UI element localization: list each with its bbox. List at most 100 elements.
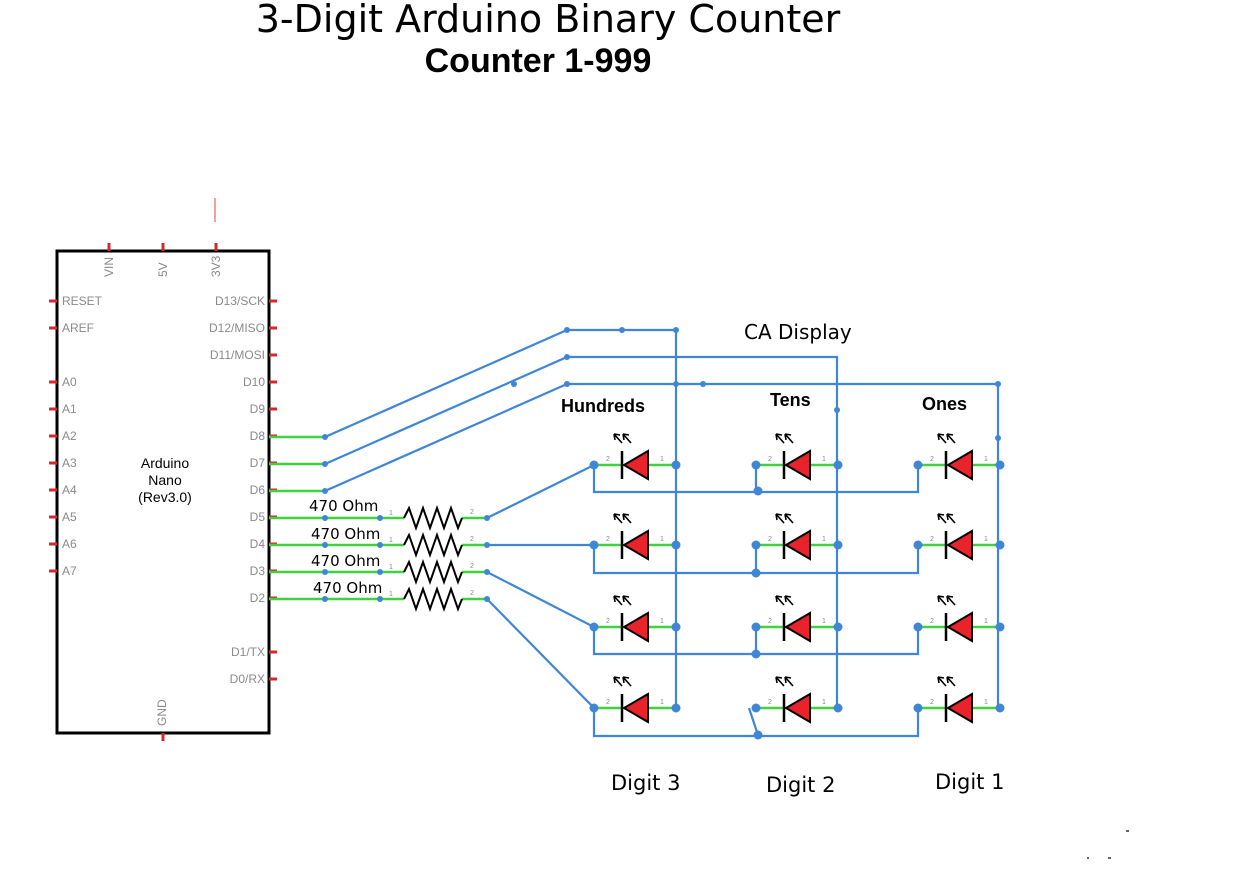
board-name-line-2: Nano (148, 472, 182, 488)
led-anode-pin: 2 (768, 618, 772, 625)
light-arrow-icon (775, 513, 785, 524)
segment-a-bus (486, 463, 920, 519)
led-cathode-dot (671, 703, 681, 713)
led-anode-dot (913, 460, 923, 470)
gnd-pin-label: GND (155, 699, 169, 726)
digit-2-label: Digit 2 (766, 773, 835, 797)
left-pin-label: A5 (62, 510, 77, 524)
top-pin-label: VIN (102, 257, 116, 277)
svg-text:1: 1 (389, 591, 393, 598)
led-anode-pin: 2 (606, 456, 610, 463)
led-anode-dot (751, 460, 761, 470)
led-triangle (622, 529, 649, 561)
led-cathode-pin: 1 (984, 536, 988, 543)
light-arrow-icon (946, 595, 956, 606)
led-anode-dot (751, 703, 761, 713)
segment-drops-digit-2 (747, 465, 760, 736)
board-name-line-1: Arduino (141, 455, 189, 471)
segment-b-bus (487, 543, 920, 575)
led-triangle (784, 692, 811, 724)
right-pin-label: D3 (250, 564, 266, 578)
left-pin-label: A7 (62, 564, 77, 578)
resistor-3-zigzag (403, 558, 463, 586)
led-triangle (622, 611, 649, 643)
led-anode-dot (751, 540, 761, 550)
right-pin-label: D0/RX (230, 672, 265, 686)
light-arrow-icon (622, 595, 632, 606)
light-arrow-icon (946, 676, 956, 687)
right-pin-label: D7 (250, 456, 266, 470)
light-arrow-icon (613, 513, 623, 524)
led-cathode-pin: 1 (822, 536, 826, 543)
right-pin-label: D8 (250, 429, 266, 443)
led-triangle (784, 529, 811, 561)
light-arrow-icon (937, 513, 947, 524)
light-arrow-icon (937, 433, 947, 444)
light-arrow-icon (613, 433, 623, 444)
led-cathode-dot (995, 622, 1005, 632)
resistor-2: 470 Ohm 1 2 (311, 525, 474, 559)
light-arrow-icon (784, 433, 794, 444)
led-anode-pin: 2 (606, 536, 610, 543)
right-pin-label: D6 (250, 483, 266, 497)
light-arrow-icon (784, 595, 794, 606)
right-pin-label: D5 (250, 510, 266, 524)
light-arrow-icon (775, 595, 785, 606)
resistor-outputs (462, 516, 487, 601)
led-cathode-pin: 1 (660, 536, 664, 543)
resistor-3: 470 Ohm 1 2 (311, 552, 474, 586)
segment-d-bus (486, 598, 920, 738)
led-anode-dot (913, 703, 923, 713)
ca-display-label: CA Display (744, 320, 852, 344)
light-arrow-icon (784, 676, 794, 687)
resistor-1-zigzag (403, 504, 463, 532)
led-anode-dot (751, 622, 761, 632)
resistor-3-label: 470 Ohm (311, 552, 380, 570)
led-triangle (946, 611, 973, 643)
led-cathode-pin: 1 (984, 699, 988, 706)
resistor-2-zigzag (403, 531, 463, 559)
digit-3-label: Digit 3 (611, 771, 680, 795)
led-anode-dot (589, 622, 599, 632)
right-pin-label: D10 (243, 375, 265, 389)
led-cathode-pin: 1 (984, 618, 988, 625)
led-cathode-dot (995, 703, 1005, 713)
right-pin-label: D9 (250, 402, 266, 416)
resistor-1: 470 Ohm 1 2 (309, 497, 474, 532)
led-cathode-dot (995, 540, 1005, 550)
led-cathode-pin: 1 (660, 456, 664, 463)
svg-text:1: 1 (389, 537, 393, 544)
led-cathode-pin: 1 (984, 456, 988, 463)
gnd-pin: GND (155, 699, 169, 741)
led-cathode-pin: 1 (822, 456, 826, 463)
led-anode-dot (913, 622, 923, 632)
page-subtitle: Counter 1-999 (425, 42, 652, 80)
right-pin-label: D11/MOSI (210, 348, 265, 362)
light-arrow-icon (784, 513, 794, 524)
light-arrow-icon (622, 513, 632, 524)
light-arrow-icon (937, 595, 947, 606)
left-pin-label: A1 (62, 402, 77, 416)
left-pin-label: A4 (62, 483, 77, 497)
resistor-4: 470 Ohm 1 2 (313, 579, 474, 613)
svg-text:2: 2 (470, 590, 474, 597)
scan-artifacts (1087, 830, 1129, 859)
led-cathode-dot (671, 460, 681, 470)
right-pin-label: D13/SCK (215, 294, 265, 308)
led-cathode-dot (833, 460, 843, 470)
led-anode-pin: 2 (606, 699, 610, 706)
led-anode-pin: 2 (768, 456, 772, 463)
led-anode-dot (589, 460, 599, 470)
svg-text:1: 1 (389, 564, 393, 571)
resistor-4-label: 470 Ohm (313, 579, 382, 597)
led-cathode-pin: 1 (822, 699, 826, 706)
led-triangle (622, 692, 649, 724)
